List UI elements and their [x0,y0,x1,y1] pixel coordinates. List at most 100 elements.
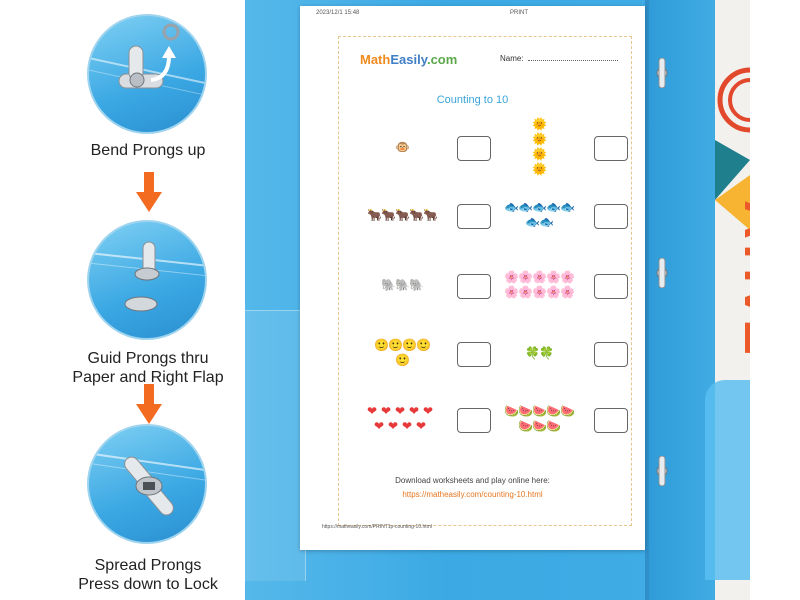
name-label: Name: [500,54,524,63]
answer-box[interactable] [594,136,628,161]
answer-box[interactable] [594,342,628,367]
eyelet-icon [162,23,180,41]
worksheet-frame [338,36,632,526]
count-object-icon: 🙂 [395,353,410,367]
count-object-icon: 🐟 [539,215,554,229]
count-object-icon: ❤ [416,419,427,433]
count-object-icon: ❤ [381,404,392,418]
count-object-icon: 🌸 [518,270,533,284]
down-arrow-icon [136,384,162,424]
step-3-image [87,424,207,544]
count-object-icon: ❤ [402,419,413,433]
prong-icon [656,58,668,88]
count-object-icon: 🐟 [504,200,519,214]
step-1-label-line1: Bend Prongs up [90,142,206,159]
matheasily-logo: MathEasily.com [360,52,457,67]
count-object-icon: 🐟 [532,200,547,214]
answer-box[interactable] [594,274,628,299]
count-object-icon: 🐂 [423,207,438,222]
curved-arrow-icon [150,55,171,82]
print-label: PRINT [510,10,528,16]
count-object-icon: 🍉 [532,404,547,418]
download-text: Download worksheets and play online here… [395,476,550,485]
print-timestamp: 2023/12/1 15:48 [316,10,360,16]
count-object-icon: 🙂 [402,338,417,352]
count-object-icon: 🐂 [367,207,382,222]
answer-box[interactable] [594,408,628,433]
step-3-label-line2: Press down to Lock [78,576,218,593]
name-field: Name: [500,54,618,63]
answer-box[interactable] [457,408,491,433]
count-object-icon: 🌸 [532,285,547,299]
count-object-icon: 🙂 [416,338,431,352]
step-1-image [87,14,207,134]
count-object-icon: 🐵 [395,139,410,154]
count-object-icon: 🐘 [409,277,424,292]
count-object-icon: ❤ [388,419,399,433]
prong-icon [656,456,668,486]
left-pocket [245,310,306,581]
answer-box[interactable] [457,342,491,367]
worksheet-title: Counting to 10 [436,94,509,106]
count-object-icon: 🍉 [532,419,547,433]
step-2-label-line2: Paper and Right Flap [72,369,224,386]
count-object-icon: ❤ [409,404,420,418]
count-object-icon: 🌸 [546,270,561,284]
count-object-icon: 🌸 [546,285,561,299]
count-object-icon: 🌸 [518,285,533,299]
count-object-icon: 🍉 [504,404,519,418]
step-2-image [87,220,207,340]
count-object-icon: 🍀 [525,345,540,360]
count-object-icon: 🐟 [546,200,561,214]
count-object-icon: 🙂 [374,338,389,352]
count-object-icon: 🌸 [560,285,575,299]
count-object-icon: 🌞 [532,132,547,146]
count-object-icon: 🌸 [504,270,519,284]
count-object-icon: 🍉 [546,419,561,433]
folder-spine [645,0,649,600]
count-object-icon: 🍀 [539,345,554,360]
count-object-icon: 🐘 [381,277,396,292]
count-object-icon: 🌞 [532,162,547,176]
answer-box[interactable] [457,204,491,229]
step-1-label: Bend Prongs up [40,141,256,160]
download-link[interactable]: https://matheasily.com/counting-10.html [402,490,543,499]
count-object-icon: 🌞 [532,117,547,131]
worksheet: 2023/12/1 15:48 PRINT MathEasily.com Nam… [300,6,645,550]
count-object-icon: 🐂 [395,207,410,222]
count-object-icon: ❤ [374,419,385,433]
logo-part-easily: Easily [390,52,427,67]
step-2-label: Guid Prongs thru Paper and Right Flap [40,349,256,387]
logo-part-com: .com [426,52,458,67]
count-object-icon: 🐟 [518,200,533,214]
count-object-icon: 🌸 [560,270,575,284]
count-object-icon: ❤ [367,404,378,418]
count-object-icon: 🙂 [388,338,403,352]
count-object-icon: 🐘 [395,277,410,292]
count-object-icon: 🌸 [532,270,547,284]
right-pocket [705,380,750,580]
count-object-icon: 🌞 [532,147,547,161]
logo-part-math: Math [360,52,391,67]
prong-icon [118,45,164,89]
prong-icon [124,241,160,312]
count-object-icon: 🍉 [560,404,575,418]
count-object-icon: 🍉 [546,404,561,418]
count-object-icon: 🍉 [518,419,533,433]
down-arrow-icon [136,172,162,212]
cover-text: ATIVE [733,200,750,355]
bottom-url: https://matheasily.com/PRINT1p-counting-… [322,524,432,530]
step-2-label-line1: Guid Prongs thru [87,350,209,367]
prong-icon [124,456,174,516]
count-object-icon: 🐂 [381,207,396,222]
answer-box[interactable] [457,136,491,161]
count-object-icon: ❤ [395,404,406,418]
count-object-icon: ❤ [423,404,434,418]
answer-box[interactable] [457,274,491,299]
prong-icon [656,258,668,288]
count-object-icon: 🌸 [504,285,519,299]
count-object-icon: 🐟 [525,215,540,229]
answer-box[interactable] [594,204,628,229]
count-object-icon: 🐂 [409,207,424,222]
step-3-label: Spread Prongs Press down to Lock [40,556,256,594]
